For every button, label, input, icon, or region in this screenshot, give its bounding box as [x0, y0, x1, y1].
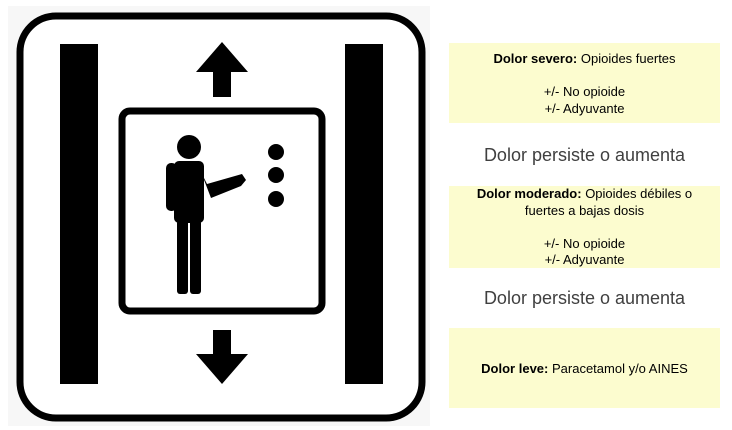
moderate-pain-text: Opioides débiles o fuertes a bajas dosis: [524, 186, 693, 218]
severe-pain-box: Dolor severo: Opioides fuertes +/- No op…: [449, 43, 720, 123]
transition-text-2: Dolor persiste o aumenta: [483, 288, 686, 308]
moderate-pain-box: Dolor moderado: Opioides débiles o fuert…: [449, 186, 720, 268]
left-door-bar: [60, 44, 98, 384]
severe-pain-label: Dolor severo:: [493, 51, 578, 66]
down-arrow-icon: [196, 330, 248, 384]
moderate-adjunct-line-2: +/- Adyuvante: [544, 252, 625, 267]
mild-pain-label: Dolor leve:: [481, 361, 549, 376]
elevator-cabin: [118, 107, 326, 315]
transition-text-1: Dolor persiste o aumenta: [483, 145, 686, 165]
up-arrow-icon: [196, 42, 248, 97]
severe-pain-text: Opioides fuertes: [580, 51, 676, 66]
person-icon: [166, 135, 246, 294]
mild-pain-box: Dolor leve: Paracetamol y/o AINES: [449, 328, 720, 408]
moderate-adjunct-line-1: +/- No opioide: [543, 235, 626, 251]
elevator-sign: [16, 12, 426, 422]
mild-pain-text: Paracetamol y/o AINES: [551, 361, 688, 376]
elevator-buttons-icon: [268, 144, 284, 207]
right-door-bar: [345, 44, 383, 384]
severe-adjunct-line-2: +/- Adyuvante: [544, 100, 625, 116]
moderate-pain-label: Dolor moderado:: [476, 186, 582, 201]
severe-adjunct-line-1: +/- No opioide: [543, 84, 626, 99]
